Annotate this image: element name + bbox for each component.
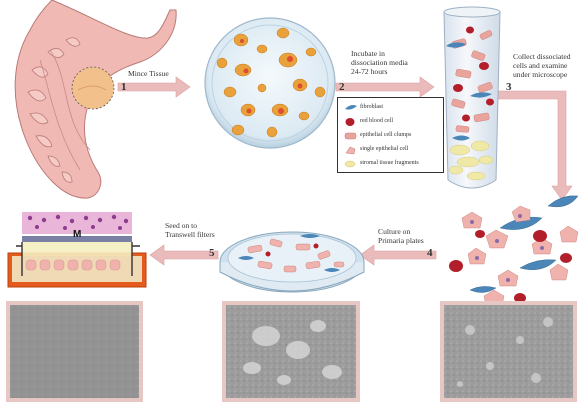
single-epithelial-cell-icon [345, 146, 356, 155]
arrow-step-1 [117, 76, 191, 98]
micrograph-primaria-culture [222, 301, 360, 402]
micrograph-transwell [6, 301, 143, 402]
legend-label: red blood cell [360, 118, 393, 124]
step-4-text-line-2: Primaria plates [378, 236, 424, 245]
step-5-text-line-2: Transwell filters [165, 230, 215, 239]
transwell-filter [7, 212, 147, 288]
step-2-text-line-1: Incubate in [351, 49, 385, 58]
epithelial-clump-icon [344, 132, 357, 140]
step-3-text-line-2: cells and examine [513, 61, 568, 70]
legend-label: stromal tissue fragments [360, 160, 419, 166]
culture-plate [219, 231, 365, 293]
dissociated-cell-mixture [449, 195, 579, 307]
cell-type-legend: fibroblast red blood cell epithelial cel… [337, 97, 444, 173]
fibroblast-icon [345, 105, 357, 110]
step-3-text-line-3: under microscope [513, 70, 568, 79]
step-2-number: 2 [339, 81, 345, 93]
legend-label: epithelial cell clumps [360, 132, 412, 138]
step-5-number: 5 [209, 247, 215, 259]
arrow-step-5 [149, 244, 219, 266]
red-blood-cell-icon [345, 118, 355, 126]
step-2-text-line-3: 24-72 hours [351, 67, 388, 76]
tube-dissociation [443, 6, 501, 189]
step-5-text-line-1: Seed on to [165, 221, 198, 230]
arrow-step-2 [335, 76, 435, 98]
arrow-step-3 [497, 90, 573, 201]
step-3-number: 3 [506, 81, 512, 93]
stromal-fragment-icon [344, 160, 356, 168]
legend-label: single epithelial cell [360, 146, 409, 152]
micrograph-dissociated-cells [440, 301, 577, 402]
step-1-number: 1 [121, 81, 127, 93]
step-3-text-line-1: Collect dissociated [513, 52, 571, 61]
petri-dish-minced-tissue [204, 17, 336, 149]
process-arrows [117, 76, 573, 266]
arrow-step-4 [359, 244, 437, 266]
step-1-text: Mince Tissue [128, 69, 169, 78]
step-2-text-line-2: dissociation media [351, 58, 408, 67]
legend-label: fibroblast [360, 104, 383, 110]
transwell-membrane-label: M [73, 229, 82, 240]
organ-tissue [14, 0, 177, 199]
step-4-number: 4 [427, 247, 433, 259]
step-4-text-line-1: Culture on [378, 227, 411, 236]
